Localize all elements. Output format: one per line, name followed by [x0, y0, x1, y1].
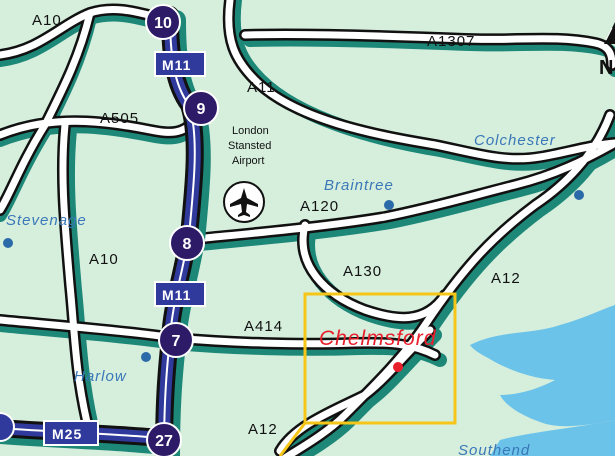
airport-label-line2: Stansted — [228, 140, 271, 152]
junction-8-label: 8 — [183, 236, 192, 253]
road-label-a11: A11 — [247, 79, 276, 96]
road-label-a130: A130 — [343, 263, 382, 280]
m11-lower-shield: M11 — [154, 281, 206, 307]
estuary — [470, 305, 615, 456]
m25-label: M25 — [52, 426, 82, 442]
m25-shield-edge — [0, 412, 15, 442]
colchester-dot — [574, 190, 584, 200]
focus-frame — [303, 292, 457, 425]
town-label-harlow: Harlow — [74, 368, 127, 385]
road-label-a12-south: A12 — [248, 421, 278, 438]
m25-shield: M25 — [43, 420, 99, 446]
junction-9: 9 — [183, 90, 219, 126]
town-label-colchester: Colchester — [474, 132, 556, 149]
road-label-a414: A414 — [244, 318, 283, 335]
town-label-braintree: Braintree — [324, 177, 394, 194]
junction-27-label: 27 — [155, 433, 173, 450]
airport-label-line1: London — [232, 125, 269, 137]
focus-frame-leader — [278, 422, 307, 456]
airport-label-line3: Airport — [232, 155, 264, 167]
town-label-southend: Southend — [458, 442, 530, 456]
junction-9-label: 9 — [197, 101, 206, 118]
junction-27: 27 — [146, 422, 182, 456]
junction-8: 8 — [169, 225, 205, 261]
m11-lower-label: M11 — [162, 287, 191, 303]
airplane-icon — [223, 181, 265, 223]
junction-10-label: 10 — [154, 15, 172, 32]
road-label-a10: A10 — [89, 251, 119, 268]
junction-7: 7 — [158, 322, 194, 358]
north-arrow: N — [599, 22, 615, 79]
chelmsford-dot — [393, 362, 403, 372]
junction-7-label: 7 — [172, 333, 181, 350]
road-label-a120: A120 — [300, 198, 339, 215]
road-label-a1307: A1307 — [427, 33, 475, 50]
road-label-a12-east: A12 — [491, 270, 521, 287]
stevenage-dot — [3, 238, 13, 248]
m11-upper-shield: M11 — [154, 51, 206, 77]
harlow-dot — [141, 352, 151, 362]
road-label-a10-top: A10 — [32, 12, 62, 29]
road-label-a505: A505 — [100, 110, 139, 127]
m11-upper-label: M11 — [162, 57, 191, 73]
braintree-dot — [384, 200, 394, 210]
junction-10: 10 — [145, 4, 181, 40]
focus-city-label: Chelmsford — [319, 327, 437, 350]
north-label: N — [599, 57, 614, 79]
town-label-stevenage: Stevenage — [6, 212, 87, 229]
